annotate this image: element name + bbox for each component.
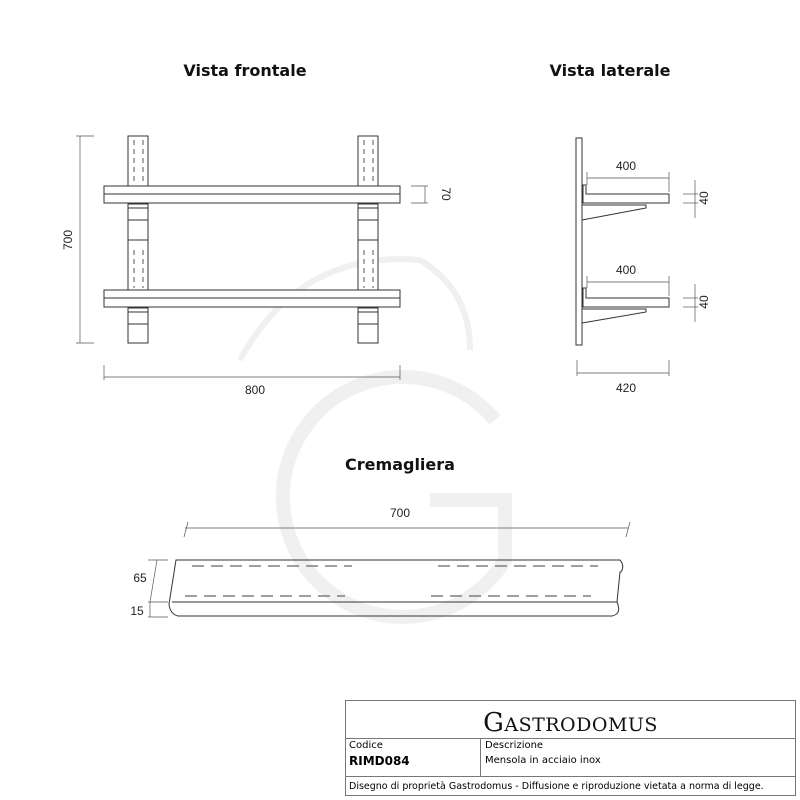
side-view [575, 137, 698, 376]
code-label: Codice [349, 740, 383, 751]
description-label: Descrizione [485, 740, 544, 751]
dim-upper-depth: 400 [616, 159, 636, 173]
dim-rack-length: 700 [390, 506, 410, 520]
side-view-title: Vista laterale [550, 61, 671, 80]
dim-rack-height: 65 [133, 571, 147, 585]
description-value: Mensola in acciaio inox [485, 755, 601, 766]
code-value: RIMD084 [349, 754, 410, 768]
rack-title: Cremagliera [345, 455, 455, 474]
front-view [76, 135, 428, 380]
dim-upper-thickness: 40 [697, 191, 711, 205]
dim-height: 700 [61, 230, 75, 250]
dim-total-depth: 420 [616, 381, 636, 395]
dim-lower-thickness: 40 [697, 295, 711, 309]
dim-width: 800 [245, 383, 265, 397]
watermark-logo [237, 256, 512, 624]
dim-shelf-thickness: 70 [439, 187, 453, 201]
dim-rack-lip: 15 [130, 604, 144, 618]
title-block: GASTRODOMUS Codice RIMD084 Descrizione M… [345, 700, 796, 796]
brand-logo: GASTRODOMUS [346, 701, 795, 739]
rack-view [148, 521, 631, 618]
copyright-notice: Disegno di proprietà Gastrodomus - Diffu… [349, 781, 764, 792]
front-view-title: Vista frontale [183, 61, 306, 80]
dim-lower-depth: 400 [616, 263, 636, 277]
